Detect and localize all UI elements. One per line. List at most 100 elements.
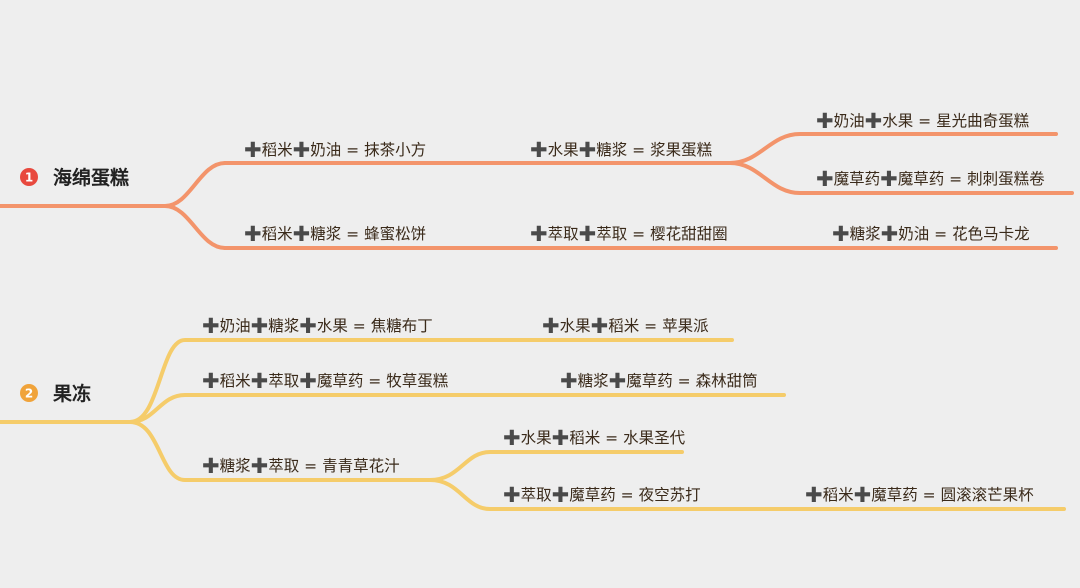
- plus-icon: ✚: [579, 138, 597, 162]
- recipe-ingredient: 水果: [882, 112, 913, 130]
- recipe-label: ✚水果✚稻米 = 苹果派: [542, 314, 709, 338]
- recipe-ingredient: 奶油: [310, 141, 341, 159]
- recipe-formula: ✚稻米✚萃取✚魔草药 = 牧草蛋糕: [202, 369, 448, 393]
- plus-icon: ✚: [865, 109, 883, 133]
- plus-icon: ✚: [503, 483, 521, 507]
- recipe-ingredient: 糖浆: [268, 317, 299, 335]
- recipe-result: 圆滚滚芒果杯: [941, 486, 1035, 504]
- plus-icon: ✚: [552, 426, 570, 450]
- recipe-result: 森林甜筒: [696, 372, 758, 390]
- recipe-ingredient: 稻米: [262, 225, 293, 243]
- plus-icon: ✚: [591, 314, 609, 338]
- equals-sign: =: [341, 141, 364, 159]
- recipe-formula: ✚糖浆✚奶油 = 花色马卡龙: [832, 222, 1030, 246]
- recipe-ingredient: 萃取: [548, 225, 579, 243]
- plus-icon: ✚: [816, 109, 834, 133]
- branch-title: 海绵蛋糕: [53, 166, 129, 189]
- recipe-ingredient: 奶油: [220, 317, 251, 335]
- equals-sign: =: [639, 317, 662, 335]
- recipe-formula: ✚萃取✚萃取 = 樱花甜甜圈: [530, 222, 728, 246]
- plus-icon: ✚: [854, 483, 872, 507]
- recipe-ingredient: 萃取: [268, 372, 299, 390]
- plus-icon: ✚: [503, 426, 521, 450]
- recipe-label: ✚水果✚稻米 = 水果圣代: [503, 426, 686, 450]
- recipe-label: ✚稻米✚奶油 = 抹茶小方: [244, 138, 426, 162]
- plus-icon: ✚: [530, 138, 548, 162]
- plus-icon: ✚: [293, 222, 311, 246]
- branch-number: 1: [25, 171, 33, 185]
- plus-icon: ✚: [251, 369, 269, 393]
- equals-sign: =: [929, 225, 952, 243]
- recipe-ingredient: 萃取: [596, 225, 627, 243]
- branch-jelly-header: 2 果冻: [20, 382, 91, 405]
- branch-sponge-cake: 1 海绵蛋糕 ✚稻米✚奶油 = 抹茶小方 ✚水果✚糖浆 = 浆果蛋糕 ✚奶油✚水…: [0, 109, 1074, 250]
- recipe-label: ✚糖浆✚魔草药 = 森林甜筒: [560, 369, 758, 393]
- branch-sponge-cake-header: 1 海绵蛋糕: [20, 166, 129, 189]
- plus-icon: ✚: [299, 314, 317, 338]
- recipe-label: ✚萃取✚魔草药 = 夜空苏打: [503, 483, 701, 507]
- connector-jelly-fork-up: [428, 450, 684, 482]
- recipe-ingredient: 水果: [548, 141, 579, 159]
- plus-icon: ✚: [880, 167, 898, 191]
- recipe-label: ✚奶油✚糖浆✚水果 = 焦糖布丁: [202, 314, 433, 338]
- branch-number: 2: [25, 387, 33, 401]
- recipe-ingredient: 稻米: [608, 317, 639, 335]
- recipe-result: 刺刺蛋糕卷: [967, 170, 1045, 188]
- recipe-label: ✚奶油✚水果 = 星光曲奇蛋糕: [816, 109, 1029, 133]
- recipe-result: 苹果派: [662, 317, 709, 335]
- equals-sign: =: [918, 486, 941, 504]
- connector-jelly-fork-down: [428, 478, 1066, 511]
- recipe-ingredient: 水果: [521, 429, 552, 447]
- recipe-ingredient: 萃取: [521, 486, 552, 504]
- equals-sign: =: [341, 225, 364, 243]
- branch-jelly-connectors: [0, 338, 1066, 511]
- equals-sign: =: [944, 170, 967, 188]
- plus-icon: ✚: [609, 369, 627, 393]
- plus-icon: ✚: [530, 222, 548, 246]
- plus-icon: ✚: [542, 314, 560, 338]
- equals-sign: =: [627, 141, 650, 159]
- recipe-label: ✚魔草药✚魔草药 = 刺刺蛋糕卷: [816, 167, 1045, 191]
- plus-icon: ✚: [579, 222, 597, 246]
- recipe-result: 焦糖布丁: [371, 317, 433, 335]
- recipe-ingredient: 糖浆: [310, 225, 341, 243]
- recipe-label: ✚稻米✚糖浆 = 蜂蜜松饼: [244, 222, 426, 246]
- plus-icon: ✚: [293, 138, 311, 162]
- recipe-ingredient: 稻米: [220, 372, 251, 390]
- equals-sign: =: [363, 372, 386, 390]
- plus-icon: ✚: [251, 454, 269, 478]
- equals-sign: =: [600, 429, 623, 447]
- recipe-label: ✚水果✚糖浆 = 浆果蛋糕: [530, 138, 712, 162]
- plus-icon: ✚: [202, 314, 220, 338]
- recipe-formula: ✚稻米✚奶油 = 抹茶小方: [244, 138, 426, 162]
- recipe-result: 花色马卡龙: [952, 225, 1030, 243]
- recipe-formula: ✚稻米✚糖浆 = 蜂蜜松饼: [244, 222, 426, 246]
- recipe-label: ✚稻米✚萃取✚魔草药 = 牧草蛋糕: [202, 369, 448, 393]
- plus-icon: ✚: [244, 222, 262, 246]
- equals-sign: =: [299, 457, 322, 475]
- recipe-ingredient: 魔草药: [317, 372, 364, 390]
- equals-sign: =: [673, 372, 696, 390]
- recipe-ingredient: 萃取: [268, 457, 299, 475]
- recipe-ingredient: 稻米: [823, 486, 854, 504]
- recipe-ingredient: 糖浆: [578, 372, 609, 390]
- connector-sponge-fork-down: [728, 161, 1074, 195]
- recipe-formula: ✚奶油✚水果 = 星光曲奇蛋糕: [816, 109, 1029, 133]
- recipe-formula: ✚水果✚糖浆 = 浆果蛋糕: [530, 138, 712, 162]
- recipe-ingredient: 魔草药: [569, 486, 616, 504]
- recipe-ingredient: 糖浆: [596, 141, 627, 159]
- recipe-label: ✚稻米✚魔草药 = 圆滚滚芒果杯: [805, 483, 1034, 507]
- recipe-ingredient: 糖浆: [220, 457, 251, 475]
- connector-sponge-fork-up: [728, 132, 1058, 165]
- recipe-result: 水果圣代: [623, 429, 686, 447]
- branch-number-badge: [20, 384, 38, 402]
- connector-sponge-lower: [163, 204, 227, 250]
- recipe-ingredient: 魔草药: [626, 372, 673, 390]
- recipe-label: ✚糖浆✚奶油 = 花色马卡龙: [832, 222, 1030, 246]
- recipe-formula: ✚稻米✚魔草药 = 圆滚滚芒果杯: [805, 483, 1034, 507]
- plus-icon: ✚: [299, 369, 317, 393]
- recipe-result: 浆果蛋糕: [650, 141, 712, 159]
- equals-sign: =: [627, 225, 650, 243]
- plus-icon: ✚: [552, 483, 570, 507]
